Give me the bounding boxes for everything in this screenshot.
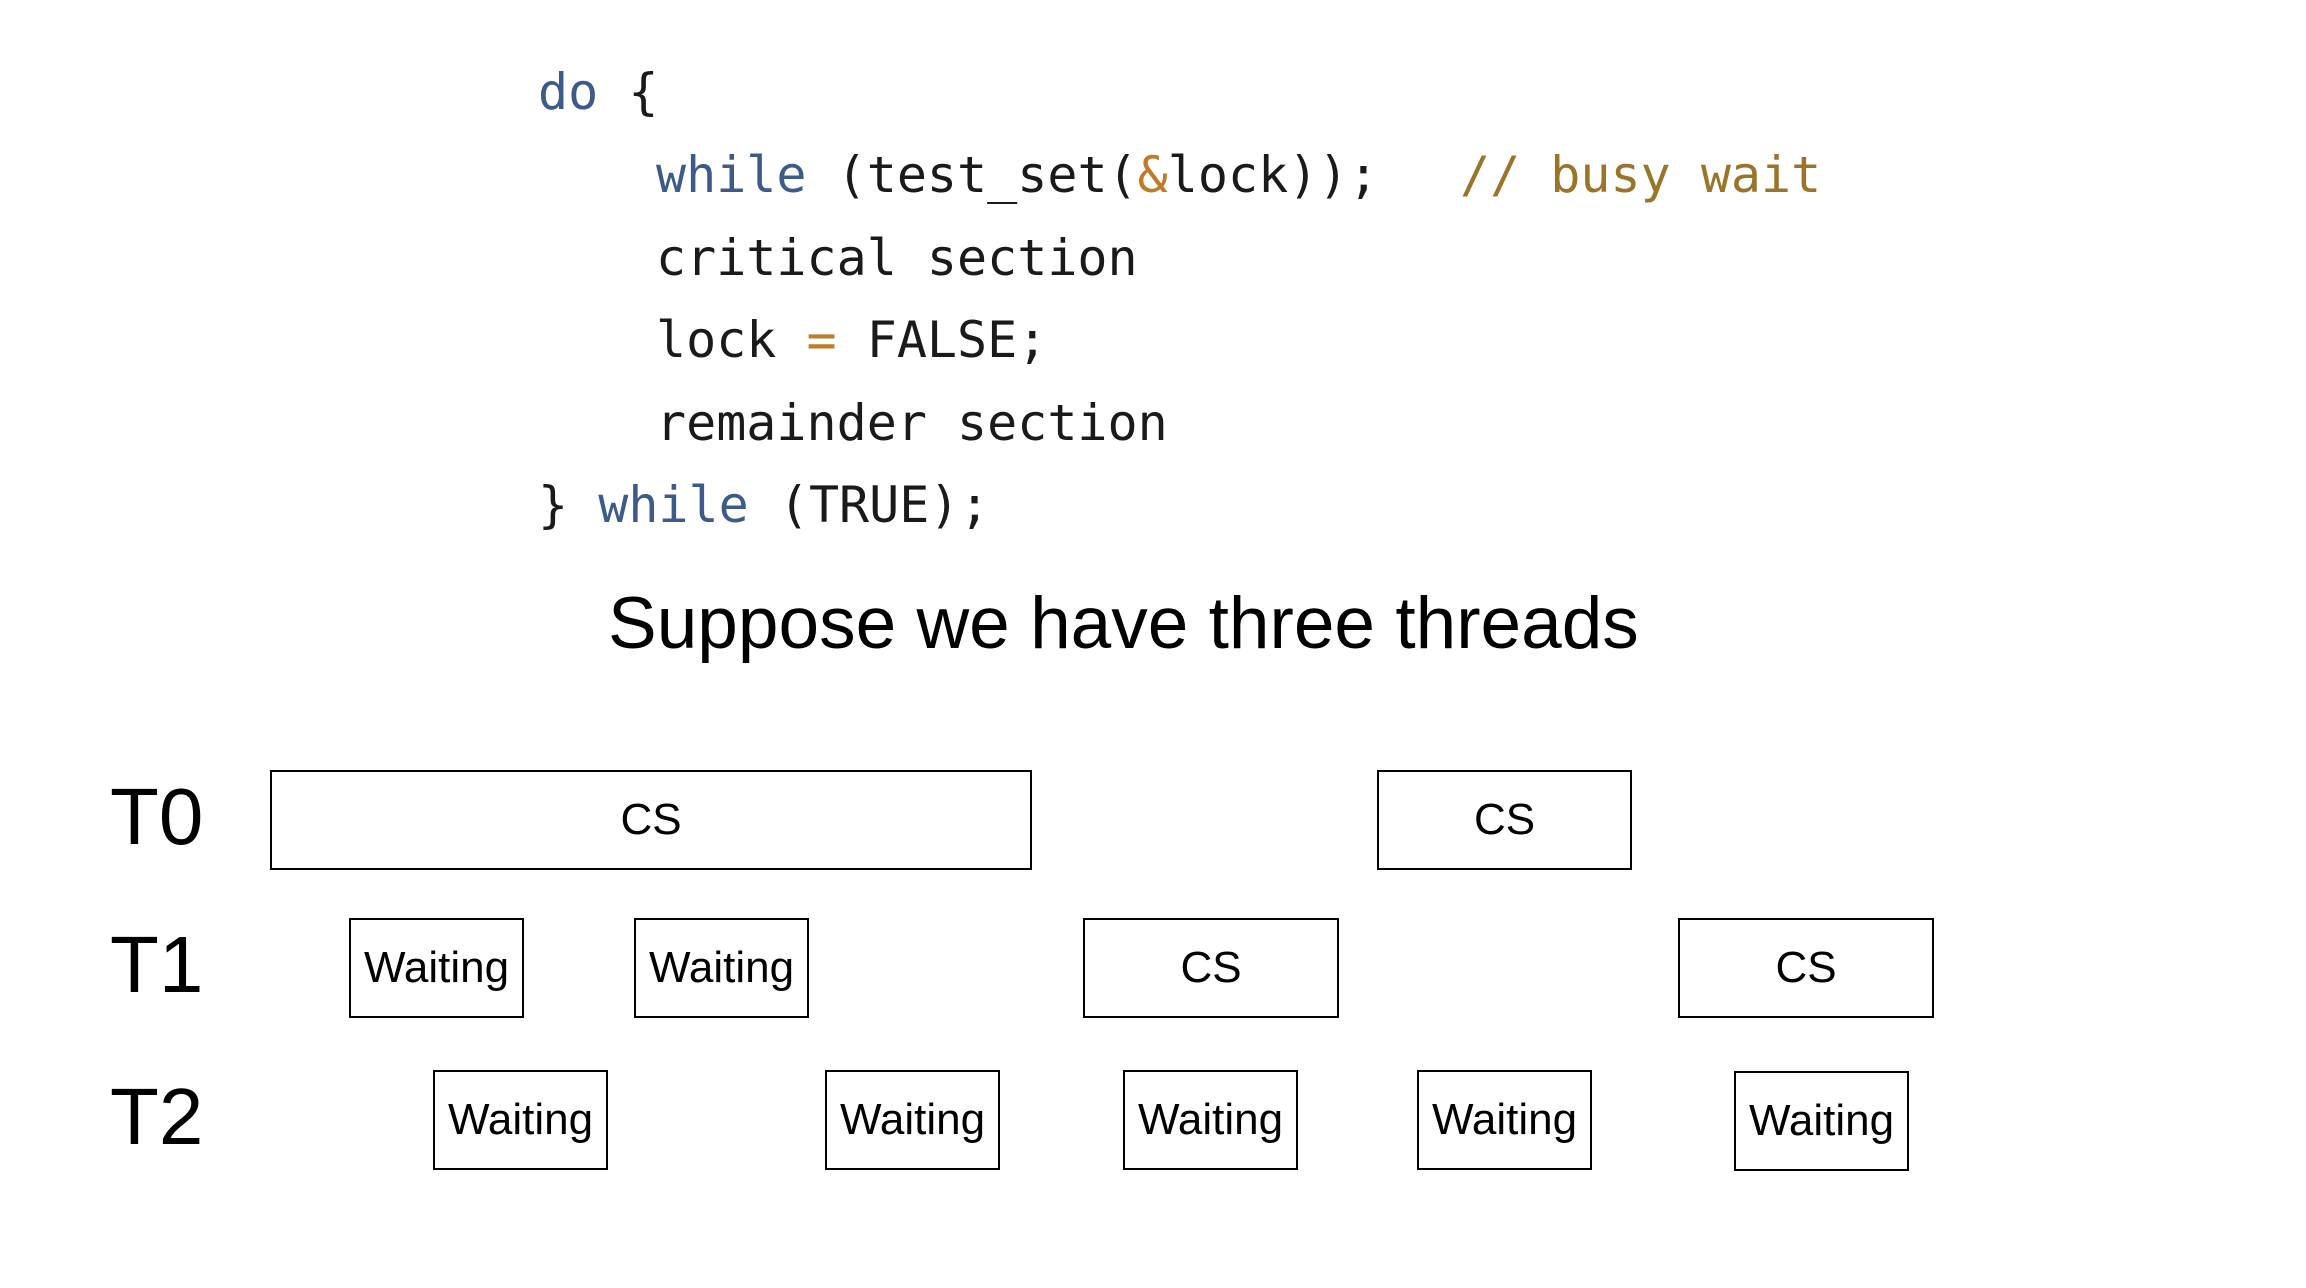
t2-block-5: Waiting bbox=[1734, 1071, 1909, 1171]
code-operator: = bbox=[806, 311, 837, 369]
t2-block-4: Waiting bbox=[1417, 1070, 1592, 1170]
code-line-5: remainder section bbox=[656, 394, 1168, 452]
code-block: do { while (test_set(&lock)); // busy wa… bbox=[0, 0, 1821, 534]
t1-block-1: Waiting bbox=[349, 918, 524, 1018]
t0-block-2: CS bbox=[1377, 770, 1632, 870]
t2-block-3: Waiting bbox=[1123, 1070, 1298, 1170]
thread-label-t1: T1 bbox=[110, 920, 204, 1009]
thread-label-t2: T2 bbox=[110, 1072, 204, 1161]
headline: Suppose we have three threads bbox=[608, 583, 1639, 664]
code-line-1: do { bbox=[538, 62, 658, 122]
code-line-3: critical section bbox=[656, 229, 1138, 287]
code-operator: & bbox=[1137, 146, 1168, 204]
keyword-while: while bbox=[656, 146, 807, 204]
t1-block-2: Waiting bbox=[634, 918, 809, 1018]
keyword-while: while bbox=[598, 476, 749, 534]
code-text: lock bbox=[656, 311, 807, 369]
code-line-2: while (test_set(&lock)); bbox=[656, 145, 1378, 205]
t1-block-3: CS bbox=[1083, 918, 1339, 1018]
code-line-6: } while (TRUE); bbox=[538, 475, 990, 535]
code-text: lock)); bbox=[1167, 146, 1379, 204]
t2-block-1: Waiting bbox=[433, 1070, 608, 1170]
t1-block-4: CS bbox=[1678, 918, 1934, 1018]
thread-label-t0: T0 bbox=[110, 772, 204, 861]
t2-block-2: Waiting bbox=[825, 1070, 1000, 1170]
keyword-do: do bbox=[538, 63, 599, 121]
t0-block-1: CS bbox=[270, 770, 1032, 870]
code-text: FALSE; bbox=[836, 311, 1048, 369]
code-text: { bbox=[598, 63, 659, 121]
code-line-4: lock = FALSE; bbox=[656, 310, 1047, 370]
code-text: } bbox=[538, 476, 599, 534]
code-comment: // busy wait bbox=[1460, 146, 1822, 204]
code-text: (TRUE); bbox=[748, 476, 990, 534]
code-text: (test_set( bbox=[806, 146, 1138, 204]
